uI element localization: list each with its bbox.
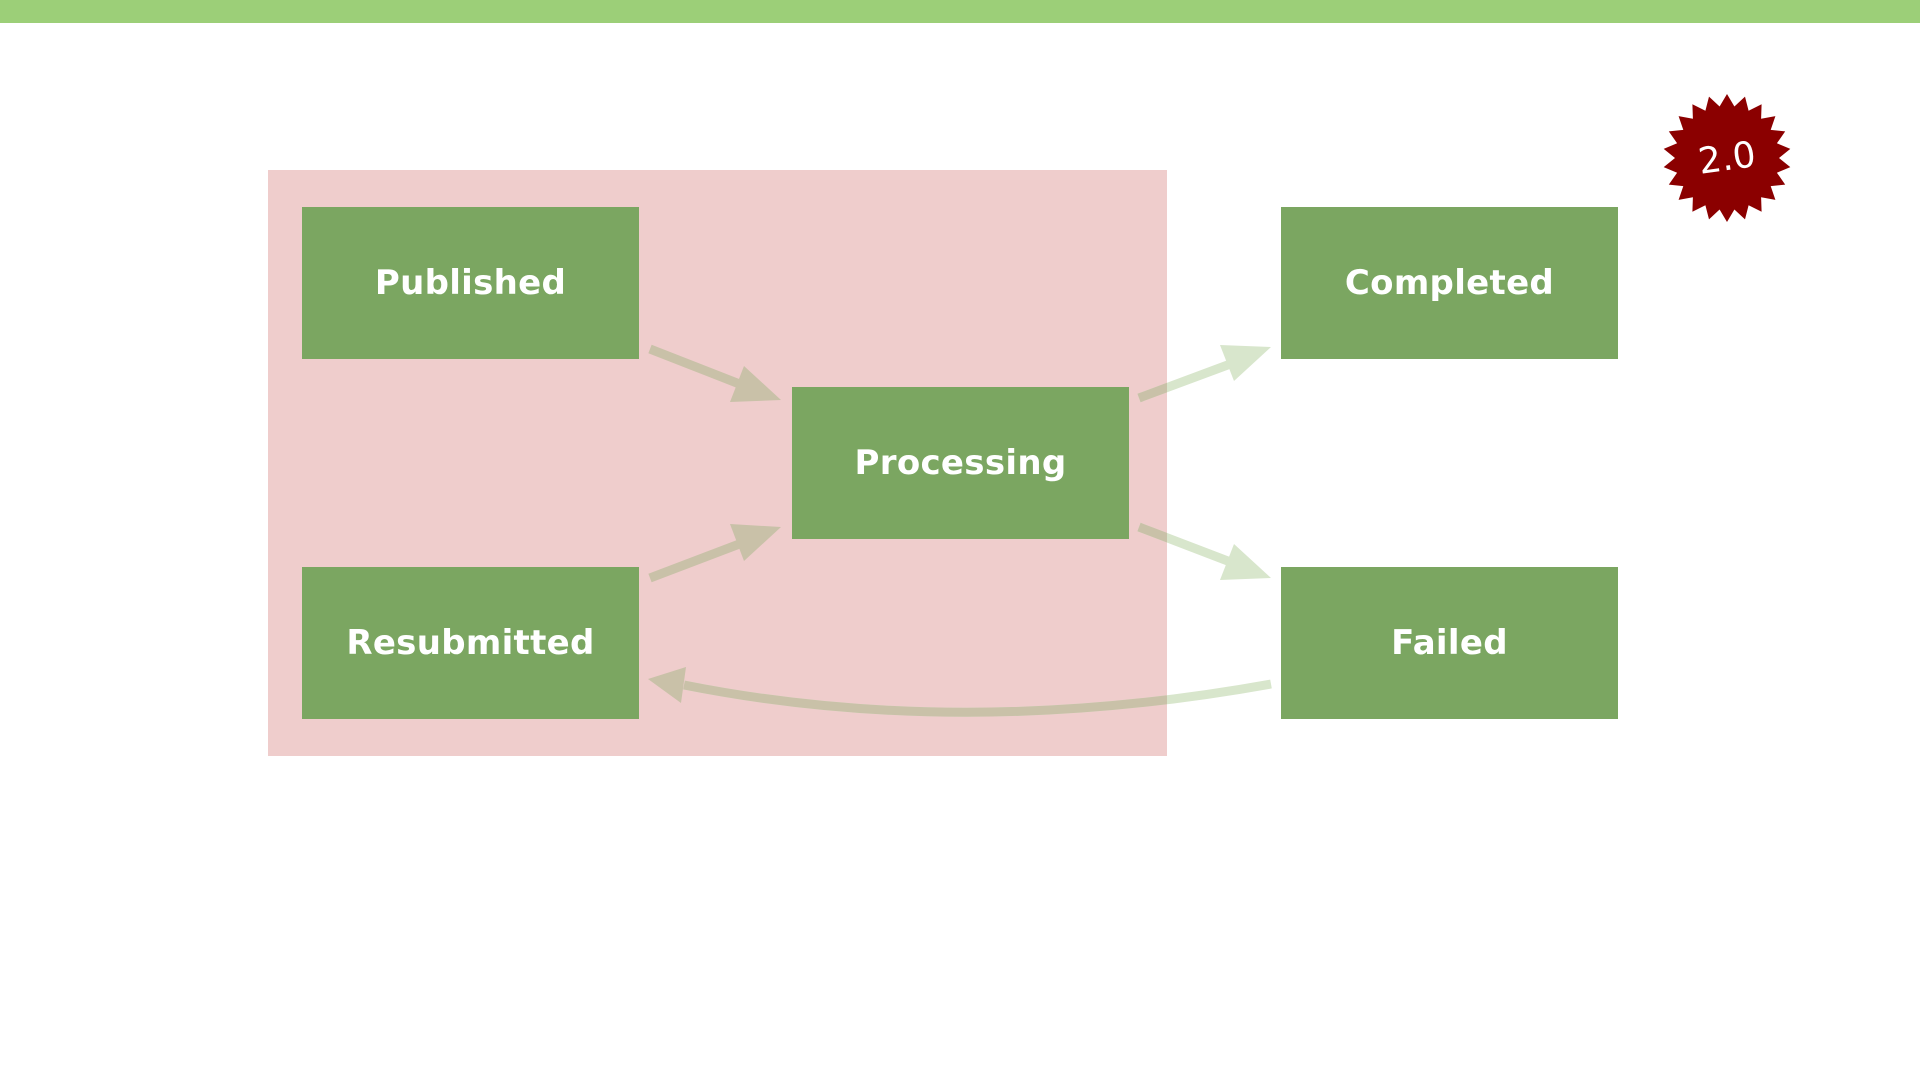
version-label: 2.0 bbox=[1695, 133, 1759, 183]
version-badge: 2.0 bbox=[1662, 93, 1792, 223]
state-resubmitted: Resubmitted bbox=[302, 567, 639, 719]
state-published: Published bbox=[302, 207, 639, 359]
state-completed: Completed bbox=[1281, 207, 1618, 359]
starburst-icon bbox=[1663, 94, 1791, 222]
state-failed: Failed bbox=[1281, 567, 1618, 719]
top-accent-bar bbox=[0, 0, 1920, 23]
state-label-published: Published bbox=[374, 263, 567, 303]
state-label-resubmitted: Resubmitted bbox=[346, 623, 595, 663]
state-label-completed: Completed bbox=[1344, 263, 1555, 303]
state-processing: Processing bbox=[792, 387, 1129, 539]
state-label-failed: Failed bbox=[1391, 623, 1508, 663]
state-label-processing: Processing bbox=[854, 443, 1067, 483]
